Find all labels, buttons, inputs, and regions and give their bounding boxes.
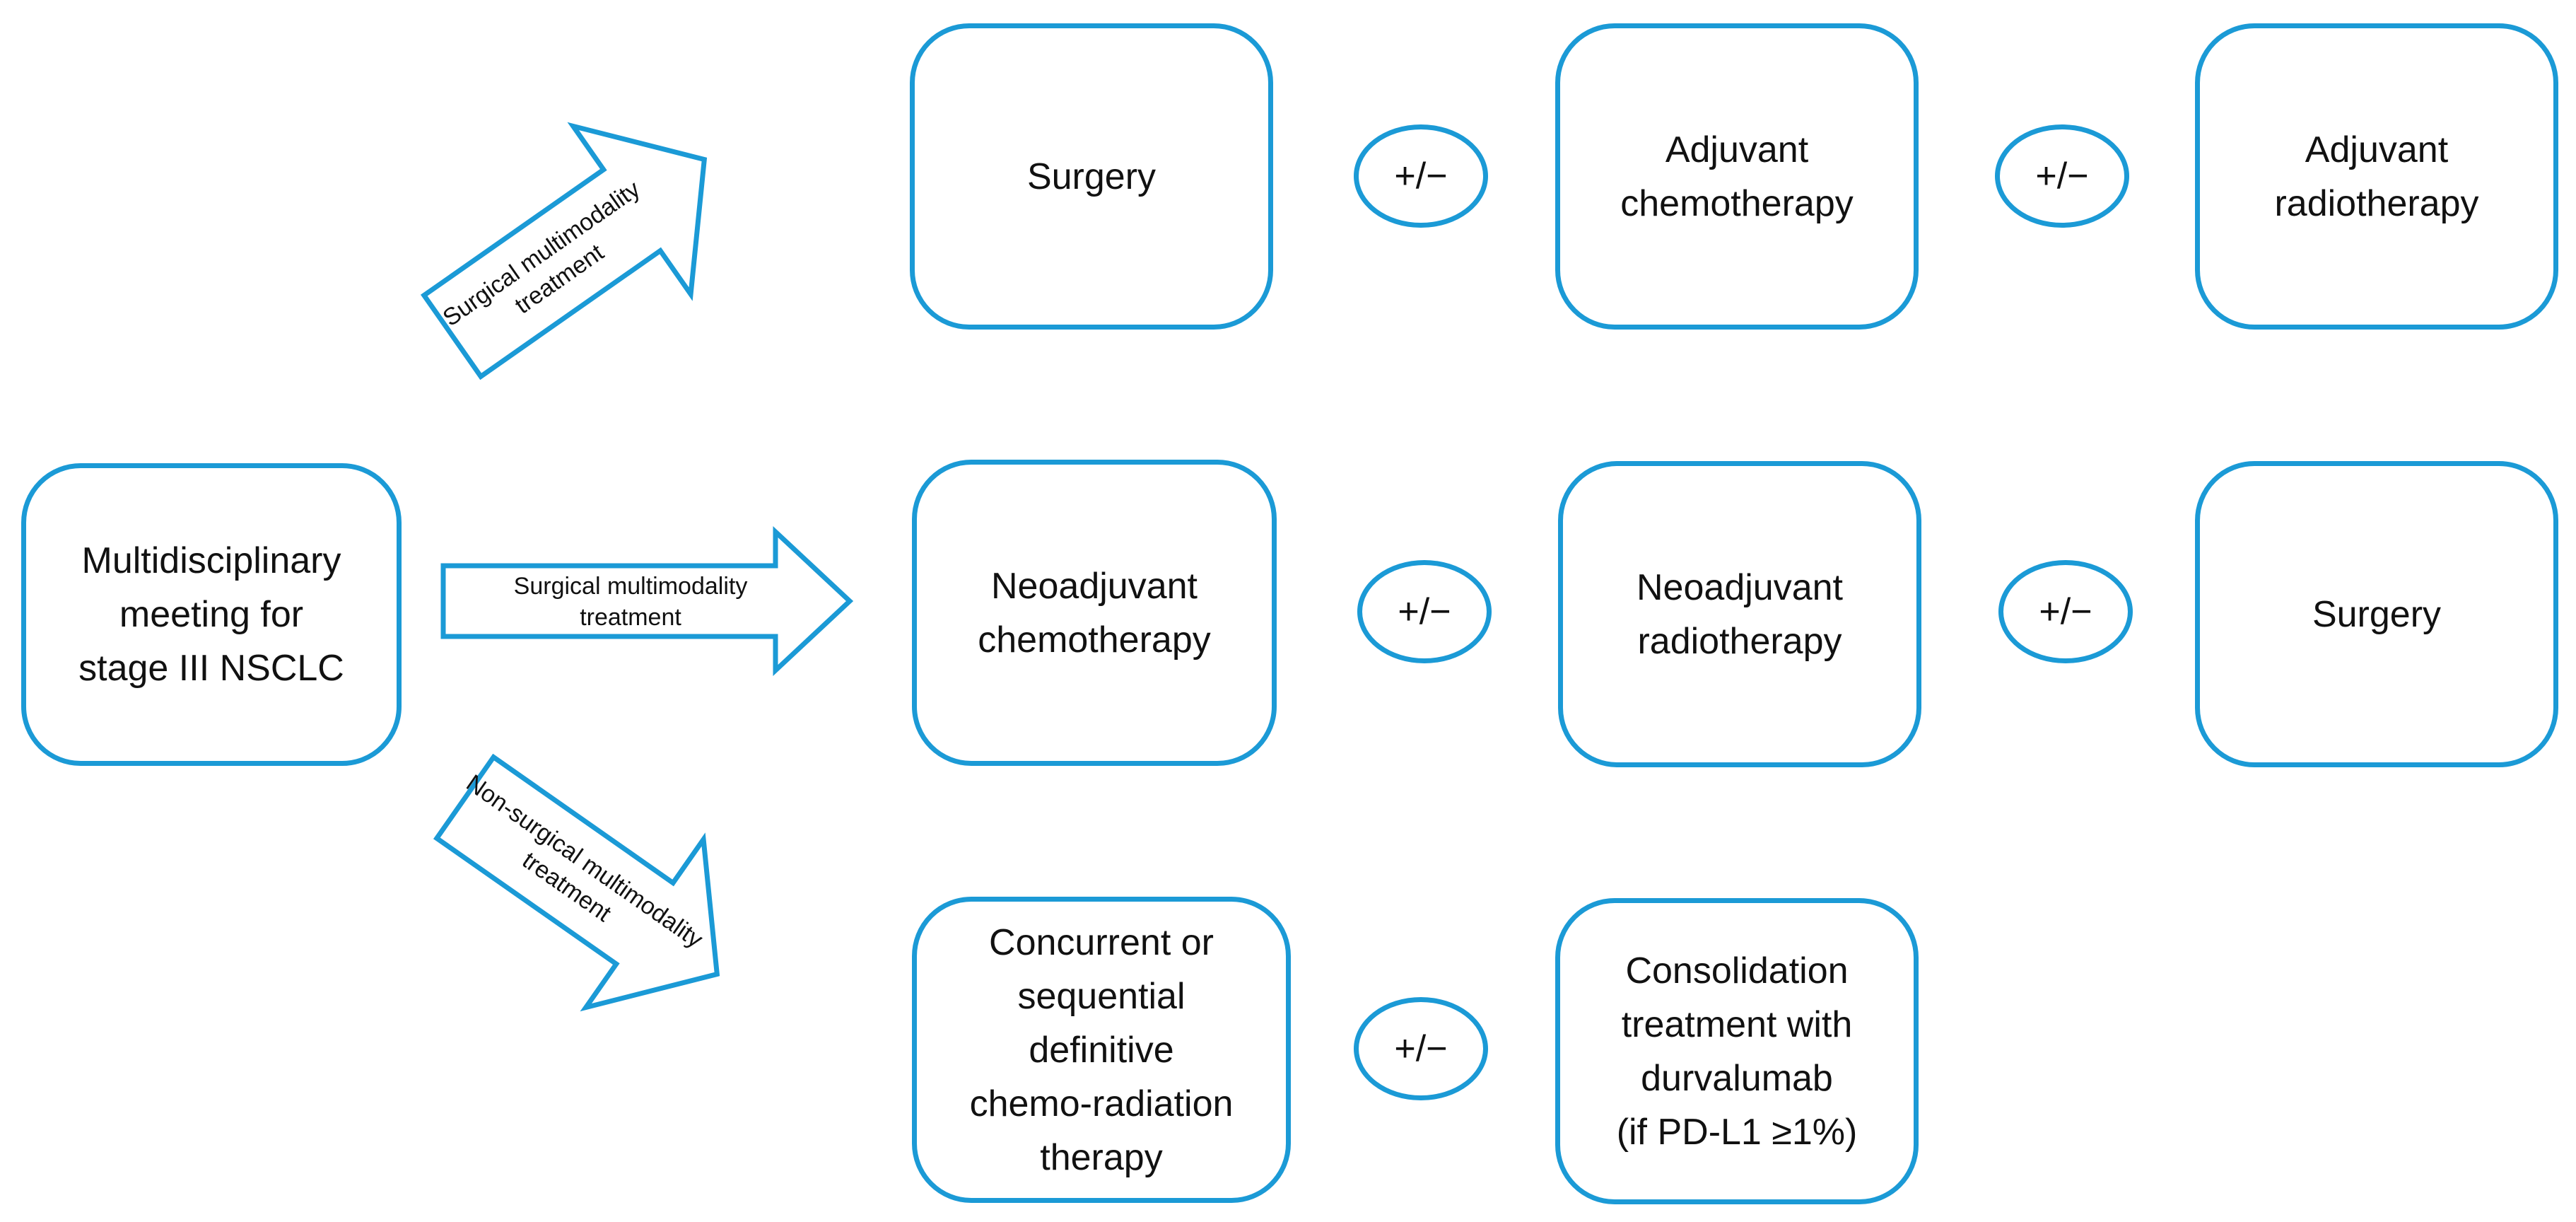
arrow-middle-shape (440, 525, 854, 677)
row2-connector-2: +/− (1998, 560, 2133, 663)
row3-step1-line1: Concurrent or (989, 921, 1214, 963)
start-box: Multidisciplinary meeting for stage III … (21, 463, 402, 766)
row3-connector-1-label: +/− (1394, 1028, 1448, 1069)
row3-step1-line4: chemo-radiation (969, 1083, 1234, 1124)
row1-step1-box: Surgery (910, 23, 1273, 330)
start-box-line1: Multidisciplinary (81, 540, 341, 581)
row1-connector-1: +/− (1354, 124, 1488, 228)
arrow-middle: Surgical multimodality treatment (440, 525, 854, 677)
row3-step2-line3: durvalumab (1641, 1057, 1833, 1099)
row2-connector-1: +/− (1357, 560, 1492, 663)
arrow-middle-label-line2: treatment (580, 604, 681, 631)
row3-step2-line1: Consolidation (1625, 950, 1849, 991)
row3-step1-line5: therapy (1040, 1136, 1163, 1178)
row2-step3-box: Surgery (2195, 461, 2558, 767)
row1-step2-box: Adjuvant chemotherapy (1555, 23, 1919, 330)
row3-connector-1: +/− (1354, 997, 1488, 1100)
row1-connector-1-label: +/− (1394, 156, 1448, 197)
row2-step1-box: Neoadjuvant chemotherapy (912, 460, 1277, 766)
row1-step1-line1: Surgery (1026, 156, 1157, 197)
row1-step3-line1: Adjuvant (2305, 129, 2449, 170)
row3-step2-line4: (if PD-L1 ≥1%) (1616, 1111, 1858, 1153)
start-box-line3: stage III NSCLC (78, 648, 344, 689)
arrow-middle-label-line1: Surgical multimodality (514, 573, 748, 600)
row3-step1-line3: definitive (1029, 1029, 1174, 1071)
row2-step1-line2: chemotherapy (978, 619, 1211, 661)
row2-step2-line1: Neoadjuvant (1637, 566, 1843, 608)
row1-step2-line2: chemotherapy (1620, 182, 1854, 224)
row1-step2-line1: Adjuvant (1665, 129, 1809, 170)
row1-step3-box: Adjuvant radiotherapy (2195, 23, 2558, 330)
row3-step1-box: Concurrent or sequential definitive chem… (912, 897, 1291, 1203)
start-box-line2: meeting for (119, 594, 304, 635)
row2-connector-2-label: +/− (2039, 591, 2092, 632)
row3-step2-box: Consolidation treatment with durvalumab … (1555, 898, 1919, 1204)
row3-step2-line2: treatment with (1621, 1003, 1853, 1045)
row3-step1-line2: sequential (1017, 975, 1185, 1017)
row2-step1-line1: Neoadjuvant (991, 565, 1198, 607)
row2-step2-line2: radiotherapy (1637, 620, 1842, 662)
arrow-lower-shape (433, 753, 720, 1012)
row2-connector-1-label: +/− (1398, 591, 1451, 632)
row2-step3-line1: Surgery (2312, 593, 2442, 635)
arrow-lower: Non-surgical multimodality treatment (433, 753, 720, 1012)
arrow-upper-shape (420, 122, 708, 380)
arrow-upper: Surgical multimodality treatment (420, 122, 708, 380)
row2-step2-box: Neoadjuvant radiotherapy (1558, 461, 1921, 767)
row1-connector-2: +/− (1995, 124, 2129, 228)
row1-connector-2-label: +/− (2035, 156, 2089, 197)
row1-step3-line2: radiotherapy (2274, 182, 2479, 224)
